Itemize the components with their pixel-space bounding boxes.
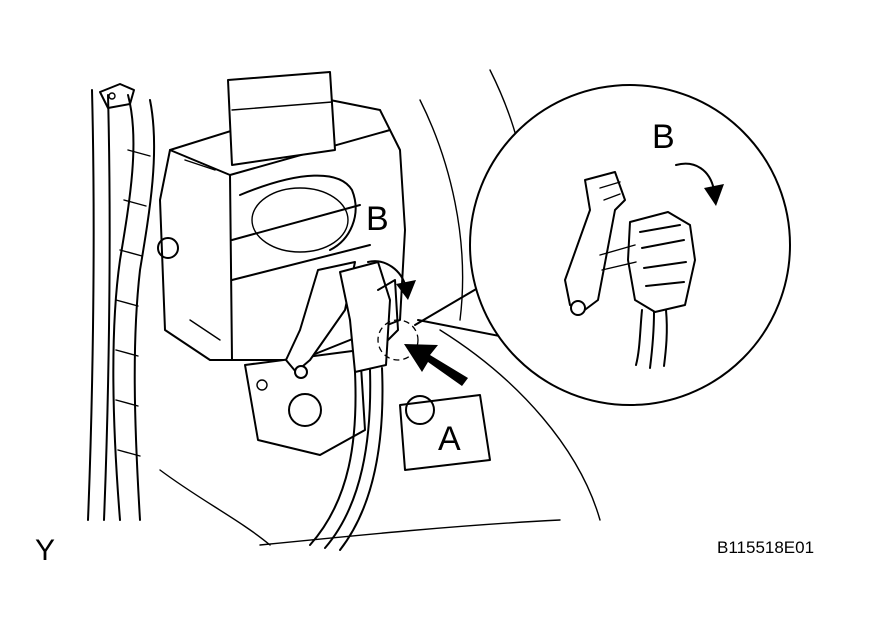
- wire-harness-bundle: [99, 83, 156, 521]
- figure-code: B115518E01: [717, 538, 814, 557]
- corner-mark: Y: [35, 534, 55, 567]
- retractor-assembly: [157, 71, 406, 456]
- push-arrow-a: [404, 344, 468, 386]
- inset-detail: [469, 84, 791, 406]
- connector-wires: [309, 367, 384, 551]
- rotate-arrow-b-main: [367, 260, 416, 300]
- label-b-inset: B: [652, 118, 675, 156]
- connector-lock-lever: [285, 261, 399, 379]
- rotate-arrow-b-inset: [675, 162, 724, 206]
- label-a: A: [438, 420, 461, 458]
- body-panel: [87, 69, 601, 546]
- label-b-main: B: [366, 200, 389, 238]
- lower-bracket: [399, 394, 491, 471]
